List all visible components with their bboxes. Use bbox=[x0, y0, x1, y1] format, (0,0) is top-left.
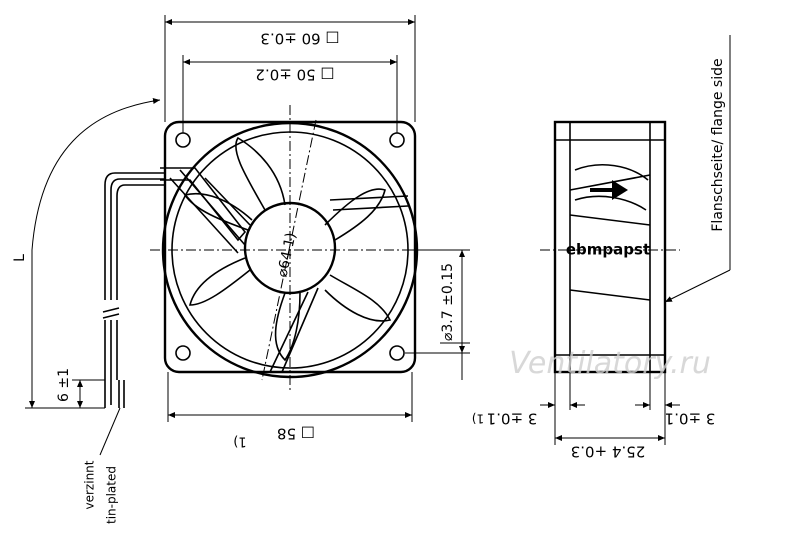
dim-top-inner: □ 50 ±0.2 bbox=[255, 66, 334, 84]
dim-bottom-width: □ 58 bbox=[277, 425, 315, 443]
dimension-lines bbox=[25, 15, 470, 456]
label-tin-en: tin-plated bbox=[105, 466, 119, 524]
front-view bbox=[150, 105, 430, 390]
dim-side-depth: 25.4 +0.3 bbox=[571, 443, 646, 461]
dim-top-outer: □ 60 ±0.3 bbox=[260, 30, 339, 48]
dim-side-right-flange: 3 ±0.1 bbox=[665, 410, 716, 428]
label-flange-side: Flanschseite/ flange side bbox=[710, 58, 726, 231]
cable bbox=[102, 172, 165, 408]
label-tin-de: verzinnt bbox=[83, 460, 97, 509]
side-dimension-lines bbox=[540, 35, 731, 445]
watermark: Ventilatory.ru bbox=[509, 346, 711, 381]
airflow-arrow-icon bbox=[590, 180, 628, 200]
dim-side-left-flange: 3 ±0.1 bbox=[487, 410, 538, 428]
side-view: ebmpapst bbox=[540, 120, 680, 374]
dim-bottom-note: 1) bbox=[233, 434, 246, 449]
dim-hub-diameter: ⌀64 1) bbox=[274, 231, 299, 278]
cable-guide bbox=[160, 167, 251, 242]
dim-side-left-note: 1) bbox=[472, 412, 484, 426]
dim-cable-length: L bbox=[12, 254, 28, 262]
dim-hole-offset: ⌀3.7 ±0.15 bbox=[440, 263, 456, 341]
dim-cable-strip: 6 ±1 bbox=[56, 368, 72, 402]
